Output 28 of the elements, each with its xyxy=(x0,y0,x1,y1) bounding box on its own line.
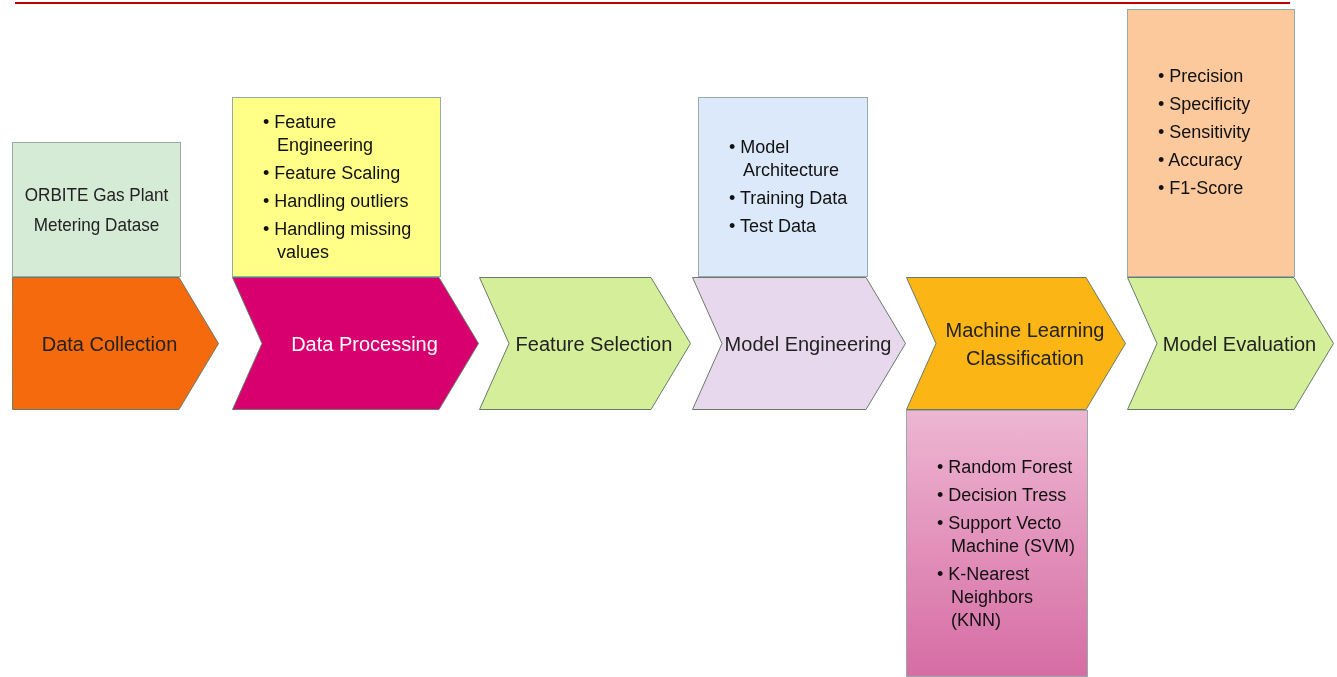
step-label: Feature Selection xyxy=(515,331,673,357)
bullet-item: • Decision Tress xyxy=(937,483,1068,507)
bullet-item: • Model Architecture xyxy=(729,136,841,182)
note-box xyxy=(1127,9,1295,277)
bullet-item: • Sensitivity xyxy=(1158,121,1252,144)
step-label: Data Collection xyxy=(41,331,178,357)
step-label: Machine Learning Classification xyxy=(944,317,1106,371)
bullet-item: • Accuracy xyxy=(1158,149,1244,172)
bullet-item: • F1-Score xyxy=(1158,177,1245,200)
bullet-item: • Feature Engineering xyxy=(263,110,375,157)
note-box xyxy=(232,97,441,277)
bullet-item: • Handling missing values xyxy=(263,217,413,264)
box-text: ORBITE Gas Plant Metering Datase xyxy=(23,182,170,237)
bullet-item: • Specificity xyxy=(1158,93,1252,116)
bullet-item: • Support Vecto Machine (SVM) xyxy=(937,511,1077,558)
bullet-item: • Precision xyxy=(1158,65,1245,88)
bullet-item: • Test Data xyxy=(729,215,817,238)
note-box xyxy=(906,410,1088,677)
step-label: Model Engineering xyxy=(724,331,892,357)
step-label: Data Processing xyxy=(291,331,438,357)
step-label: Model Evaluation xyxy=(1162,331,1317,357)
bullet-item: • Random Forest xyxy=(937,455,1074,479)
note-box xyxy=(698,97,868,277)
bullet-item: • Handling outliers xyxy=(263,189,410,213)
bullet-item: • Training Data xyxy=(729,187,849,210)
bullet-item: • Feature Scaling xyxy=(263,161,402,185)
note-box xyxy=(12,142,181,277)
bullet-item: • K-Nearest Neighbors (KNN) xyxy=(937,562,1035,632)
